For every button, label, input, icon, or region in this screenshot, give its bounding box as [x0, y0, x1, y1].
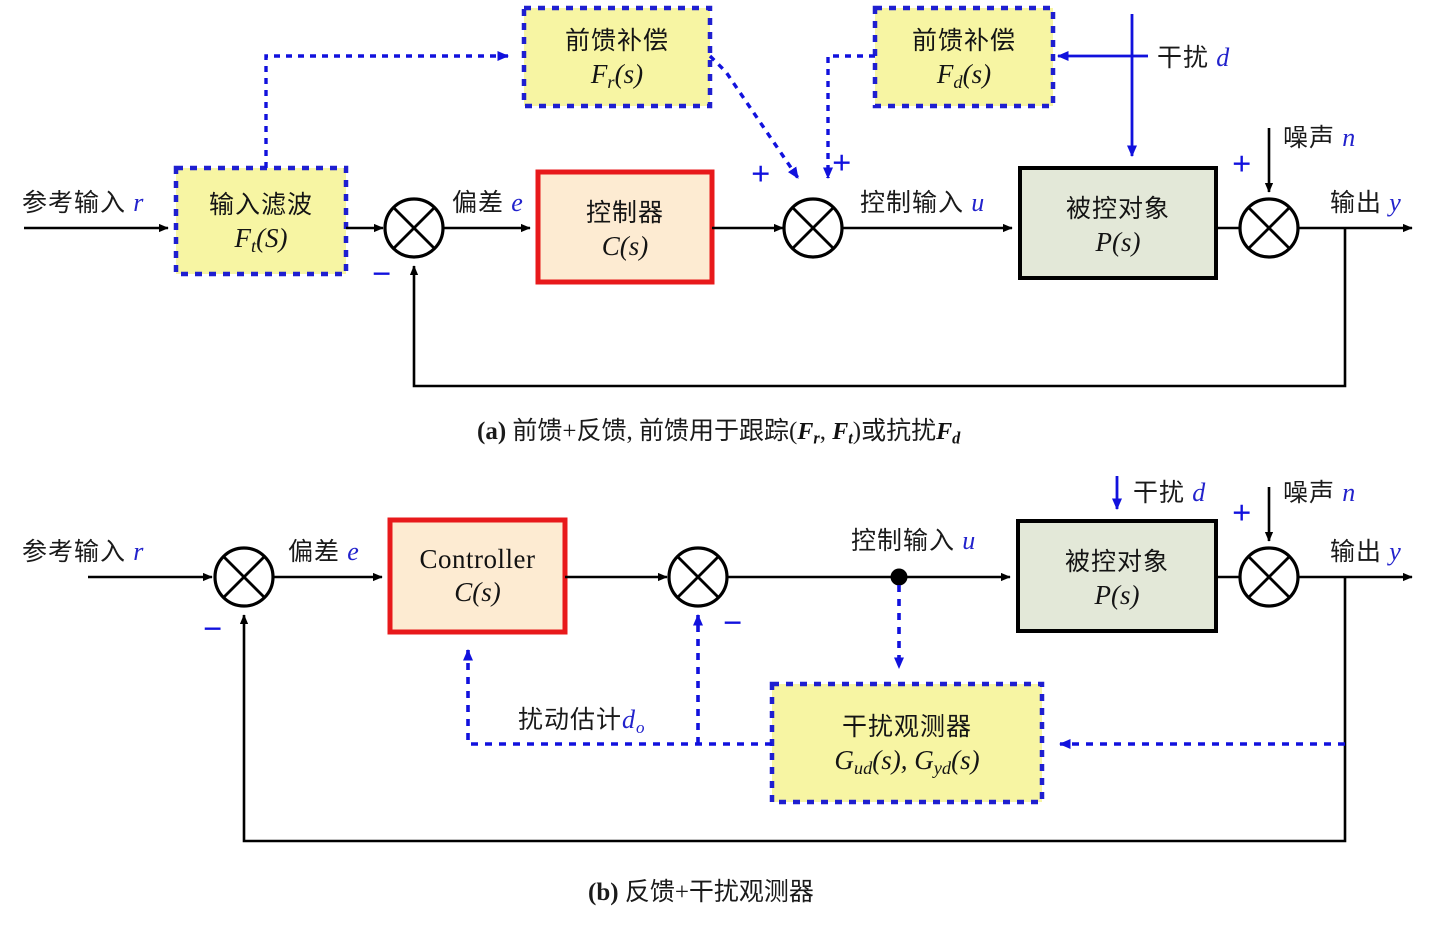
sum-junction-b-3 [1238, 546, 1300, 608]
block-feedforward-r [521, 5, 713, 109]
label-disturbance-a: 干扰 d [1157, 43, 1231, 72]
caption-b-text: 反馈+干扰观测器 [624, 879, 814, 906]
block-plant-b [1016, 519, 1218, 633]
label-noise-a: 噪声 n [1283, 123, 1357, 152]
label-error-b: 偏差 e [288, 537, 360, 566]
label-control-input-a: 控制输入 u [860, 188, 986, 217]
disturbance-arrow-a [1057, 14, 1148, 157]
block-input-filter [173, 165, 349, 277]
label-noise-b: 噪声 n [1283, 478, 1357, 507]
caption-a-prefix: (a) [477, 418, 507, 445]
sign-minus-a-1: − [372, 256, 392, 293]
feedback-path-b [239, 577, 1347, 843]
sign-plus-a-3: + [1232, 146, 1252, 183]
sum-junction-b-2 [667, 546, 729, 608]
sign-plus-a-2-right: + [832, 145, 852, 182]
sign-plus-a-2-left: + [751, 156, 771, 193]
label-disturbance-b: 干扰 d [1133, 478, 1207, 507]
block-controller-b [387, 517, 568, 635]
feedback-path-a [409, 228, 1347, 388]
feedforward-d-output-path [823, 54, 875, 179]
pickoff-node-u [890, 568, 908, 586]
label-reference-input-b: 参考输入 r [22, 537, 145, 566]
sign-plus-b-3: + [1232, 495, 1252, 532]
block-feedforward-d [872, 5, 1056, 109]
block-observer [769, 681, 1045, 805]
observer-output-path [463, 614, 772, 746]
label-control-input-b: 控制输入 u [851, 526, 977, 555]
feedforward-r-path [264, 51, 509, 168]
caption-b: (b) 反馈+干扰观测器 [588, 872, 814, 908]
block-plant-a [1018, 166, 1218, 280]
sign-minus-b-2: − [723, 605, 743, 642]
feedforward-r-output-path [708, 54, 800, 179]
sum-junction-b-1 [213, 546, 275, 608]
label-reference-input-a: 参考输入 r [22, 188, 145, 217]
label-output-a: 输出 y [1330, 188, 1402, 217]
caption-b-prefix: (b) [588, 879, 619, 906]
label-disturbance-estimate: 扰动估计do [518, 705, 646, 737]
sum-junction-a-1 [383, 197, 445, 259]
sign-minus-b-1: − [203, 611, 223, 648]
sum-junction-a-3 [1238, 197, 1300, 259]
label-output-b: 输出 y [1330, 537, 1402, 566]
block-controller-a [535, 169, 715, 285]
label-error-a: 偏差 e [452, 188, 524, 217]
caption-a: (a) 前馈+反馈, 前馈用于跟踪(Fr, Ft)或抗扰Fd [477, 418, 961, 448]
sum-junction-a-2 [782, 197, 844, 259]
